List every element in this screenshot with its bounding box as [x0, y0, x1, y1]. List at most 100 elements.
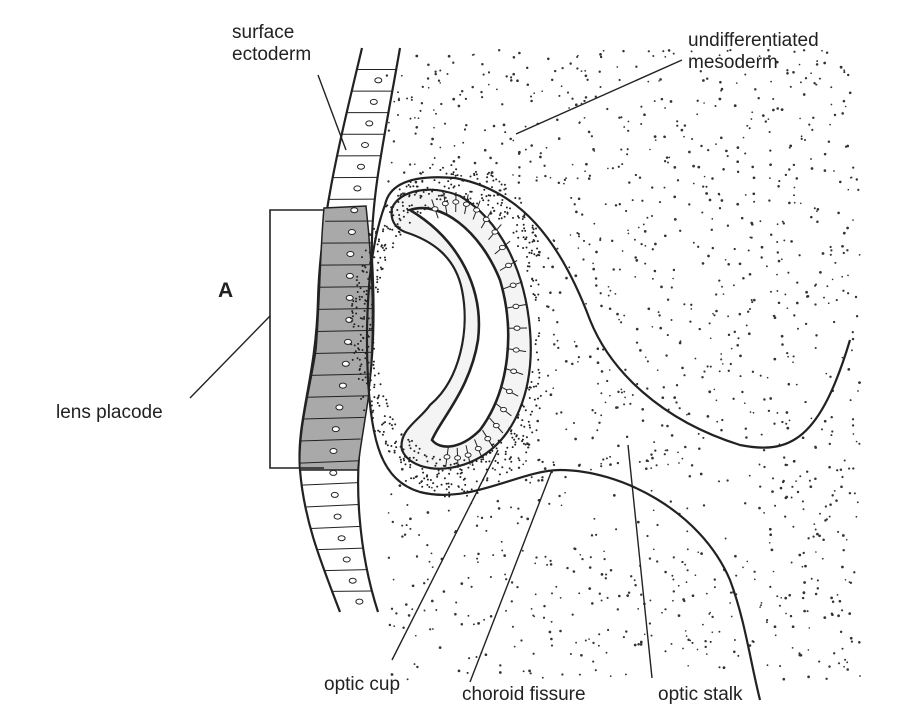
stipple-dot	[569, 652, 572, 656]
stipple-dot	[720, 358, 723, 361]
stipple-dot	[629, 402, 632, 405]
stipple-dot	[499, 664, 502, 667]
stipple-dot	[606, 596, 609, 599]
stipple-dot	[475, 524, 479, 527]
stipple-dot	[787, 382, 791, 386]
cup-stipple-dot	[417, 451, 420, 454]
cup-stipple-dot	[437, 194, 440, 197]
cup-stipple-dot	[384, 442, 387, 445]
stipple-dot	[529, 672, 532, 675]
stipple-dot	[854, 295, 858, 299]
cup-stipple-dot	[419, 464, 422, 467]
cup-stipple-dot	[517, 215, 519, 218]
cup-stipple-dot	[351, 304, 353, 307]
stipple-dot	[393, 625, 396, 627]
cup-stipple-dot	[526, 386, 529, 389]
mesoderm-stipple	[384, 48, 861, 681]
stipple-dot	[766, 619, 769, 622]
stipple-dot	[574, 437, 577, 441]
stipple-dot	[590, 602, 594, 605]
cup-stipple-dot	[412, 456, 415, 459]
cup-stipple-dot	[444, 196, 447, 199]
stipple-dot	[707, 148, 710, 152]
stipple-dot	[596, 361, 600, 365]
cup-stipple-dot	[391, 246, 394, 249]
stipple-dot	[530, 476, 533, 479]
stipple-dot	[802, 508, 805, 511]
stipple-dot	[578, 673, 581, 676]
stipple-dot	[697, 432, 700, 435]
stipple-dot	[657, 311, 660, 314]
stipple-dot	[385, 74, 389, 77]
cup-stipple-dot	[401, 201, 404, 204]
stipple-dot	[406, 503, 409, 507]
stipple-dot	[760, 245, 764, 249]
stipple-dot	[722, 168, 725, 171]
stipple-dot	[501, 142, 504, 145]
cup-stipple-dot	[358, 298, 361, 301]
cup-stipple-dot	[350, 320, 353, 323]
stipple-dot	[405, 603, 408, 606]
stipple-dot	[612, 494, 616, 497]
cup-stipple-dot	[491, 467, 494, 470]
stipple-dot	[780, 108, 784, 111]
stipple-dot	[788, 168, 791, 171]
stipple-dot	[676, 120, 679, 123]
leader-optic-cup	[391, 449, 499, 661]
stipple-dot	[788, 593, 791, 597]
cup-stipple-dot	[505, 206, 508, 209]
stipple-dot	[804, 564, 807, 568]
stipple-dot	[654, 449, 657, 452]
stipple-dot	[633, 579, 636, 582]
stipple-dot	[617, 390, 620, 394]
stipple-dot	[720, 353, 723, 355]
stipple-dot	[767, 409, 771, 413]
stipple-dot	[647, 460, 650, 463]
cup-stipple-dot	[365, 293, 368, 296]
stipple-dot	[616, 312, 619, 316]
stipple-dot	[857, 188, 860, 192]
stipple-dot	[492, 554, 495, 557]
cup-stipple-dot	[358, 348, 361, 351]
stipple-dot	[576, 67, 579, 70]
stipple-dot	[708, 612, 711, 615]
stipple-dot	[664, 650, 667, 653]
stipple-dot	[541, 90, 544, 93]
cup-stipple-dot	[437, 493, 440, 496]
stipple-dot	[460, 582, 464, 585]
stipple-dot	[799, 81, 802, 84]
cup-stipple-dot	[419, 172, 422, 175]
stipple-dot	[810, 167, 814, 170]
stipple-dot	[594, 669, 597, 672]
cup-stipple-dot	[371, 303, 373, 306]
cell-nucleus	[342, 556, 351, 563]
stipple-dot	[672, 52, 675, 55]
stipple-dot	[692, 182, 695, 185]
stipple-dot	[438, 646, 442, 649]
stipple-dot	[571, 163, 574, 166]
stipple-dot	[599, 55, 603, 59]
cup-stipple-dot	[399, 219, 402, 222]
cup-stipple-dot	[522, 236, 525, 239]
cup-stipple-dot	[398, 456, 401, 459]
label-undifferentiated-mesoderm: undifferentiated mesoderm	[688, 30, 819, 74]
stipple-dot	[568, 107, 570, 109]
stipple-dot	[661, 611, 663, 614]
stipple-dot	[683, 599, 686, 603]
stipple-dot	[558, 494, 561, 498]
stipple-dot	[557, 346, 560, 350]
cup-stipple-dot	[361, 296, 363, 298]
stipple-dot	[785, 411, 789, 414]
stipple-dot	[709, 611, 712, 614]
stipple-dot	[388, 623, 392, 627]
stipple-dot	[764, 120, 767, 123]
stipple-dot	[855, 515, 858, 518]
stipple-dot	[798, 63, 801, 66]
stipple-dot	[584, 70, 587, 72]
cup-stipple-dot	[527, 420, 530, 423]
cup-stipple-dot	[397, 230, 400, 233]
cup-stipple-dot	[370, 272, 372, 275]
stipple-dot	[403, 533, 407, 536]
stipple-dot	[784, 496, 788, 500]
